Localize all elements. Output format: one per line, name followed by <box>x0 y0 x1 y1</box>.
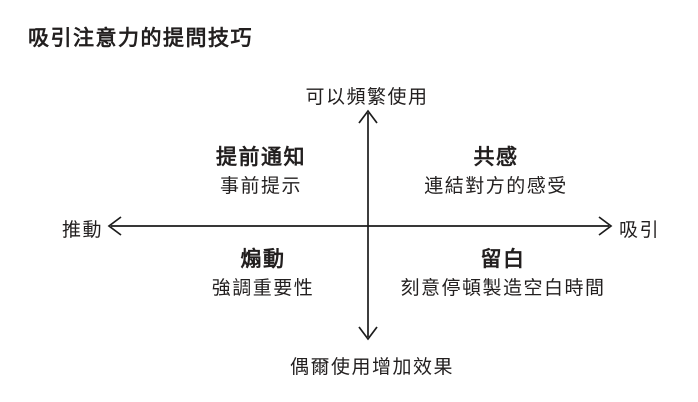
arrow-up-icon <box>358 109 378 124</box>
page-title: 吸引注意力的提問技巧 <box>28 27 253 50</box>
axis-label-left: 推動 <box>62 220 104 241</box>
arrow-left-icon <box>107 216 122 236</box>
quadrant-description: 事前提示 <box>219 176 302 197</box>
axis-label-top: 可以頻繁使用 <box>305 87 429 108</box>
quadrant-heading: 共感 <box>473 146 519 169</box>
axis-label-right: 吸引 <box>619 220 661 241</box>
arrow-right-icon <box>598 216 613 236</box>
quadrant-bottom-left: 煽動 強調重要性 <box>212 248 315 301</box>
arrow-down-icon <box>358 326 378 341</box>
quadrant-bottom-right: 留白 刻意停頓製造空白時間 <box>400 248 605 301</box>
quadrant-description: 強調重要性 <box>211 278 315 299</box>
quadrant-top-left: 提前通知 事前提示 <box>216 146 306 199</box>
axis-label-bottom: 偶爾使用增加效果 <box>289 357 455 378</box>
quadrant-top-right: 共感 連結對方的感受 <box>424 146 568 199</box>
quadrant-heading: 提前通知 <box>216 146 306 169</box>
quadrant-description: 刻意停頓製造空白時間 <box>400 278 606 299</box>
quadrant-heading: 煽動 <box>240 248 286 271</box>
quadrant-heading: 留白 <box>480 248 526 271</box>
quadrant-description: 連結對方的感受 <box>424 176 568 197</box>
